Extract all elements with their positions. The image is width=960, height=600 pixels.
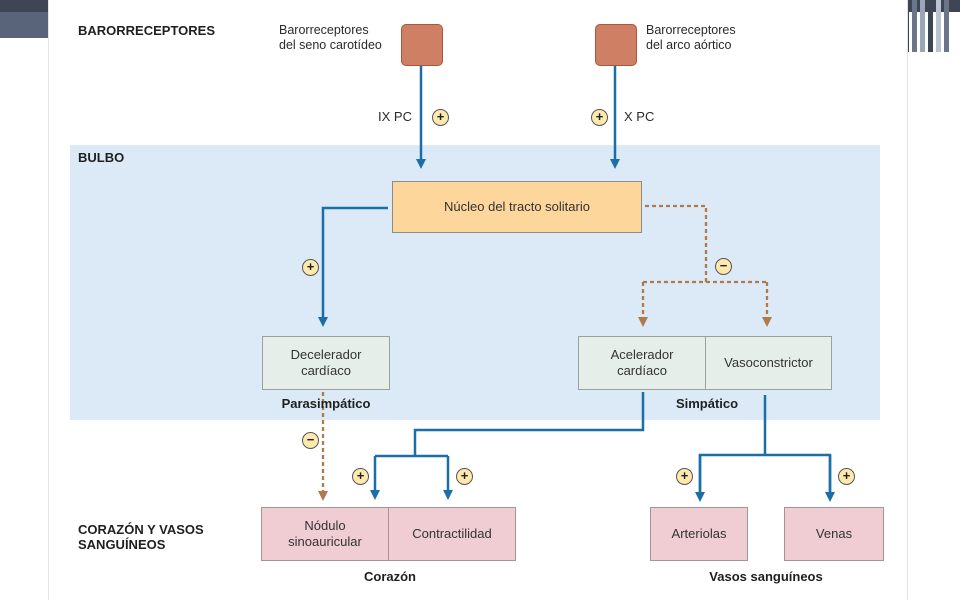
sign-minus-sinoatrial: − bbox=[302, 432, 319, 449]
sign-plus-carotid: + bbox=[432, 109, 449, 126]
sign-plus-contractility: + bbox=[456, 468, 473, 485]
sign-plus-arterioles: + bbox=[676, 468, 693, 485]
section-label-bulbo: BULBO bbox=[78, 150, 125, 165]
veins-label: Venas bbox=[815, 526, 853, 541]
nerve-label-right: X PC bbox=[624, 109, 655, 124]
arrow-nucleus-to-decelerator bbox=[318, 206, 388, 327]
sign-minus-sympathetic: − bbox=[715, 258, 732, 275]
accelerator-label-line1: Acelerador bbox=[610, 347, 674, 362]
section-label-heart-vessels-line2: SANGUÍNEOS bbox=[78, 537, 166, 552]
sign-plus-aortic: + bbox=[591, 109, 608, 126]
vasoconstrictor-label: Vasoconstrictor bbox=[724, 355, 813, 370]
contractility-box: Contractilidad bbox=[388, 507, 516, 561]
arterioles-label: Arteriolas bbox=[671, 526, 727, 541]
caption-vessels: Vasos sanguíneos bbox=[709, 569, 823, 584]
nucleus-label: Núcleo del tracto solitario bbox=[444, 199, 590, 214]
section-label-baroreceptors: BARORRECEPTORES bbox=[78, 23, 216, 38]
sinoatrial-label-line1: Nódulo bbox=[304, 518, 346, 533]
contractility-label: Contractilidad bbox=[412, 526, 492, 541]
decelerator-label-line1: Decelerador bbox=[290, 347, 362, 362]
carotid-receptor-icon bbox=[401, 24, 443, 66]
aortic-receptor-label-line1: Barorreceptores bbox=[646, 23, 736, 37]
arrow-accelerator-to-heart bbox=[375, 392, 645, 458]
arterioles-box: Arteriolas bbox=[650, 507, 748, 561]
aortic-receptor-icon bbox=[595, 24, 637, 66]
accelerator-label-line2: cardíaco bbox=[617, 363, 667, 378]
carotid-receptor-label: Barorreceptores del seno carotídeo bbox=[279, 23, 382, 53]
sinoatrial-box: Nódulo sinoauricular bbox=[261, 507, 389, 561]
slide-top-bar-accent bbox=[0, 12, 48, 38]
carotid-receptor-label-line2: del seno carotídeo bbox=[279, 38, 382, 52]
aortic-receptor-label: Barorreceptores del arco aórtico bbox=[646, 23, 736, 53]
nerve-label-left: IX PC bbox=[378, 109, 412, 124]
section-label-heart-vessels: CORAZÓN Y VASOS SANGUÍNEOS bbox=[78, 522, 204, 552]
nucleus-box: Núcleo del tracto solitario bbox=[392, 181, 642, 233]
sign-plus-sinoatrial: + bbox=[352, 468, 369, 485]
caption-parasympathetic: Parasimpático bbox=[281, 396, 371, 411]
aortic-receptor-label-line2: del arco aórtico bbox=[646, 38, 732, 52]
decelerator-label-line2: cardíaco bbox=[301, 363, 351, 378]
sign-plus-decelerator: + bbox=[302, 259, 319, 276]
sign-plus-veins: + bbox=[838, 468, 855, 485]
carotid-receptor-label-line1: Barorreceptores bbox=[279, 23, 369, 37]
caption-sympathetic: Simpático bbox=[675, 396, 739, 411]
veins-box: Venas bbox=[784, 507, 884, 561]
accelerator-box: Acelerador cardíaco bbox=[578, 336, 706, 390]
caption-heart: Corazón bbox=[364, 569, 416, 584]
vasoconstrictor-box: Vasoconstrictor bbox=[705, 336, 832, 390]
section-label-heart-vessels-line1: CORAZÓN Y VASOS bbox=[78, 522, 204, 537]
decelerator-box: Decelerador cardíaco bbox=[262, 336, 390, 390]
arrow-nucleus-to-sympathetic bbox=[643, 204, 767, 284]
sinoatrial-label-line2: sinoauricular bbox=[288, 534, 362, 549]
